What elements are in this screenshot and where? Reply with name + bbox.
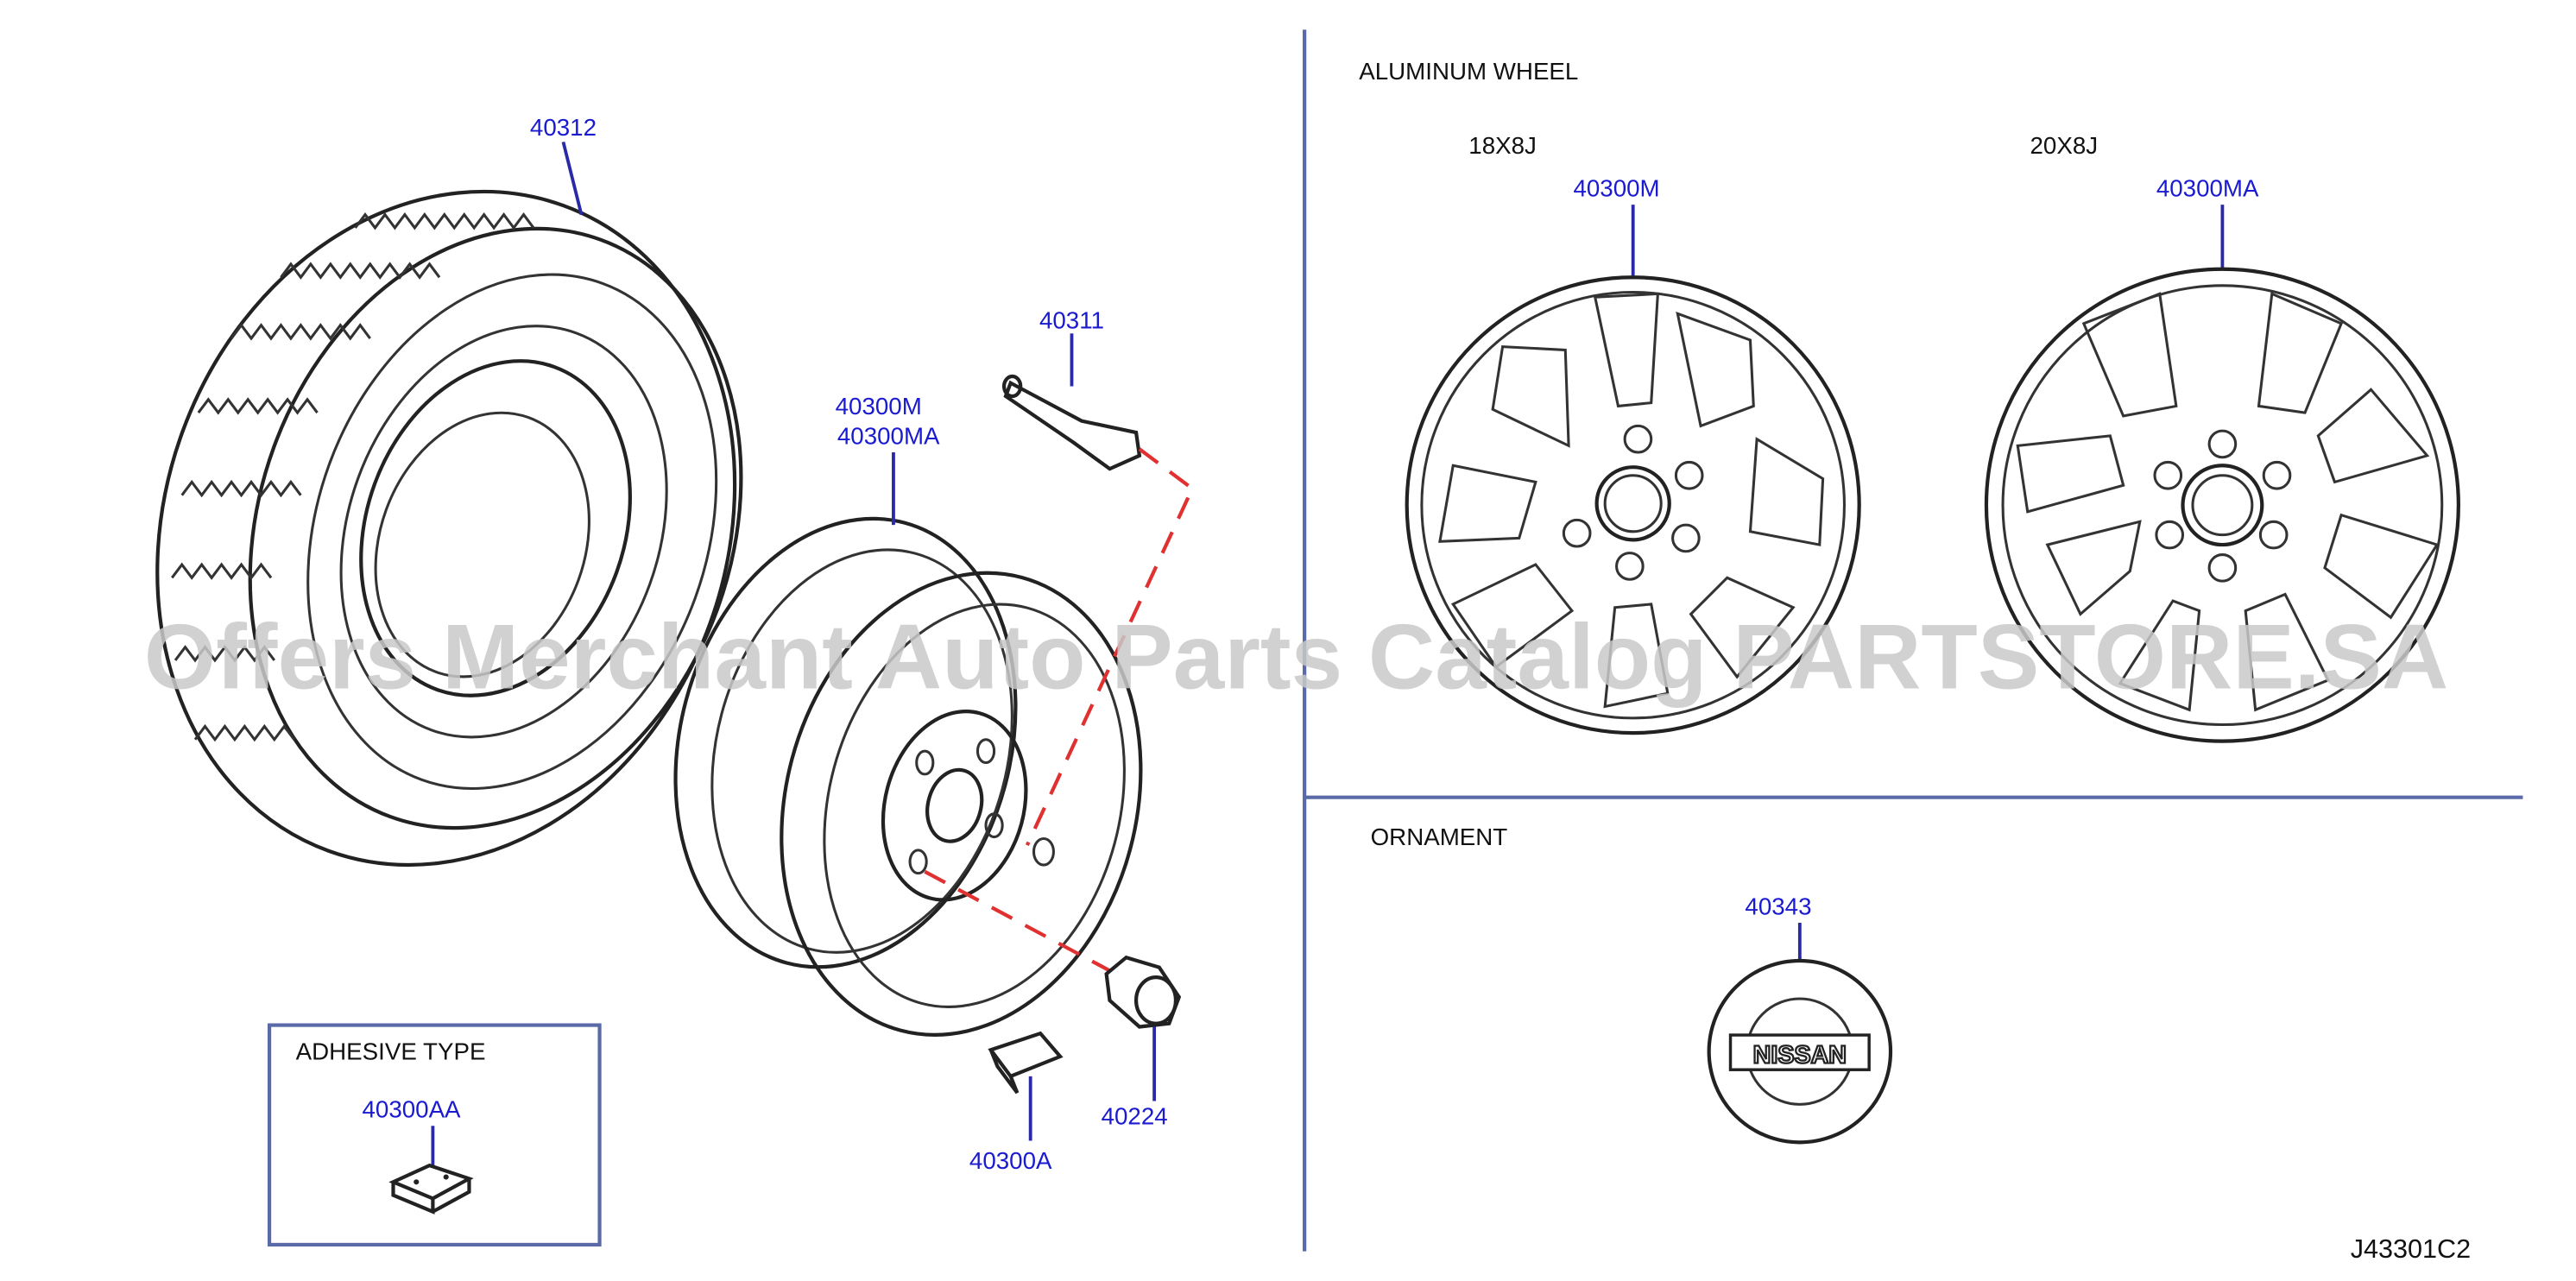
wheel-18-drawing [1405,205,1861,735]
ornament-logo-text: NISSAN [1753,1042,1847,1070]
tire-drawing [155,142,743,868]
ornament-heading: ORNAMENT [1371,824,1508,850]
diagram-code: J43301C2 [2351,1234,2471,1264]
wheel-18-part-number[interactable]: 40300M [1573,175,1659,202]
layout-separators [267,29,2523,1252]
adhesive-weight-drawing [388,1126,474,1215]
wheel-20-part-number[interactable]: 40300MA [2156,175,2259,202]
balance-weight-part-number[interactable]: 40300A [969,1147,1052,1174]
tire-part-number[interactable]: 40312 [530,114,597,141]
valve-part-number[interactable]: 40311 [1039,307,1104,334]
wheel-18-size: 18X8J [1468,132,1537,159]
assembly-lines [924,447,1195,973]
lug-nut-drawing [1104,955,1182,1101]
lug-nut-part-number[interactable]: 40224 [1102,1102,1168,1129]
ornament-part-number[interactable]: 40343 [1745,893,1811,919]
valve-drawing [1001,333,1142,471]
wheel-20-drawing [1984,205,2460,743]
adhesive-part-number[interactable]: 40300AA [362,1096,461,1123]
wheel-drawing [673,451,1143,1037]
balance-weight-drawing [988,1031,1064,1141]
wheel-part-number-ma[interactable]: 40300MA [837,422,940,449]
adhesive-type-heading: ADHESIVE TYPE [296,1038,486,1065]
aluminum-wheel-heading: ALUMINUM WHEEL [1359,58,1578,85]
wheel-20-size: 20X8J [2030,132,2099,159]
watermark-text: Offers Merchant Auto Parts Catalog PARTS… [144,604,2448,708]
wheel-part-number-m[interactable]: 40300M [836,393,922,420]
ornament-drawing [1707,923,1893,1145]
